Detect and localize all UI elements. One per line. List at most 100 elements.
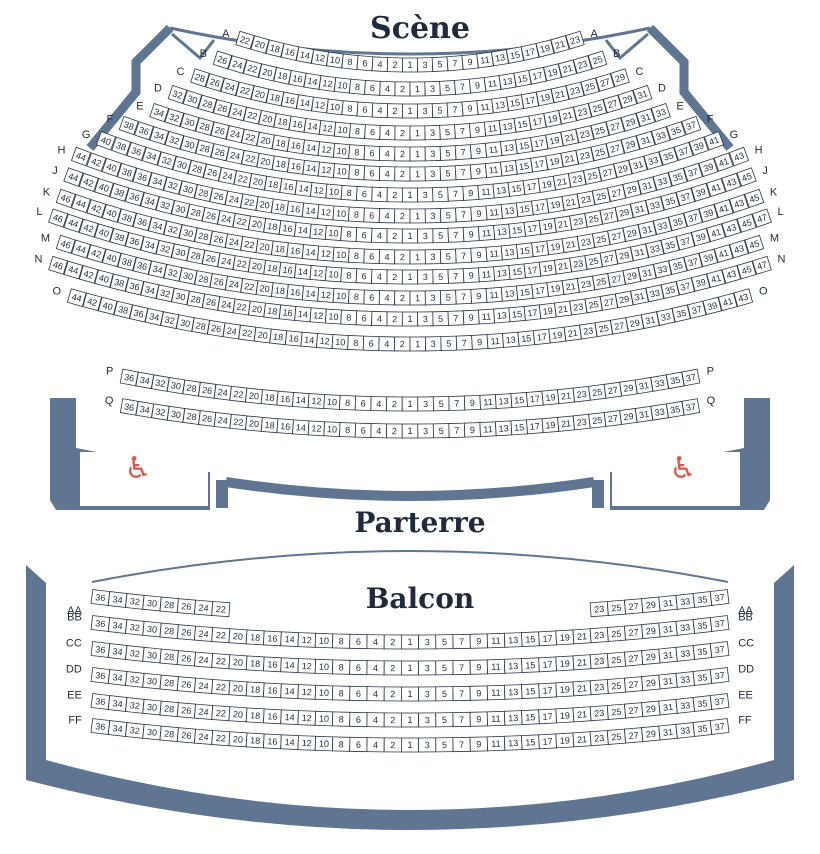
seat[interactable]: 5 xyxy=(431,102,449,119)
seat[interactable]: 3 xyxy=(416,103,434,119)
seat[interactable]: 41 xyxy=(703,131,725,151)
seat[interactable]: 17 xyxy=(523,304,542,321)
seat[interactable]: 6 xyxy=(349,685,368,702)
seat-box[interactable] xyxy=(650,103,671,123)
seat[interactable]: 30 xyxy=(166,405,186,423)
seat[interactable]: 4 xyxy=(371,227,388,244)
seat[interactable]: 6 xyxy=(349,711,368,728)
seat[interactable]: 2 xyxy=(394,166,411,182)
seat[interactable]: 25 xyxy=(588,383,607,401)
seat[interactable]: 11 xyxy=(486,735,506,752)
seat[interactable]: 15 xyxy=(515,157,533,175)
seat[interactable]: 33 xyxy=(650,126,671,146)
seat[interactable]: 24 xyxy=(224,233,244,251)
seat[interactable]: 2 xyxy=(394,125,411,141)
seat[interactable]: 26 xyxy=(198,410,217,427)
seat-box[interactable] xyxy=(605,117,625,136)
seat[interactable]: 9 xyxy=(461,53,479,70)
seat[interactable]: 11 xyxy=(484,141,503,158)
seat[interactable]: 21 xyxy=(550,85,570,104)
seat[interactable]: 2 xyxy=(383,712,402,728)
seat[interactable]: 22 xyxy=(229,385,248,403)
seat-box[interactable] xyxy=(650,126,671,146)
seat[interactable]: 26 xyxy=(205,73,225,92)
seat[interactable]: 25 xyxy=(592,273,611,291)
seat[interactable]: 19 xyxy=(545,131,564,150)
seat[interactable]: 21 xyxy=(572,680,592,697)
seat-box[interactable] xyxy=(721,172,742,193)
seat-box[interactable] xyxy=(155,196,175,215)
seat[interactable]: 11 xyxy=(477,183,495,200)
seat[interactable]: 36 xyxy=(90,693,111,710)
seat[interactable]: 10 xyxy=(323,394,341,410)
seat[interactable]: 21 xyxy=(554,300,572,318)
seat[interactable]: 14 xyxy=(303,72,322,90)
seat[interactable]: 25 xyxy=(606,599,626,616)
seat[interactable]: 25 xyxy=(587,50,608,70)
seat[interactable]: 31 xyxy=(637,263,657,282)
seat[interactable]: 17 xyxy=(530,134,549,152)
seat[interactable]: 1 xyxy=(402,187,418,203)
seat[interactable]: 19 xyxy=(555,732,575,749)
seat[interactable]: 15 xyxy=(521,631,540,648)
seat-box[interactable] xyxy=(86,244,107,263)
seat[interactable]: 22 xyxy=(240,193,259,211)
seat[interactable]: 30 xyxy=(179,135,200,154)
seat[interactable]: 23 xyxy=(565,81,585,100)
seat[interactable]: 38 xyxy=(111,136,132,156)
seat[interactable]: 34 xyxy=(147,216,168,236)
seat-box[interactable] xyxy=(698,248,719,268)
seat[interactable]: 13 xyxy=(500,285,519,302)
seat[interactable]: 19 xyxy=(546,196,565,214)
seat[interactable]: 35 xyxy=(660,191,680,211)
seat[interactable]: 17 xyxy=(531,282,549,299)
seat[interactable]: 22 xyxy=(232,255,251,273)
seat[interactable]: 8 xyxy=(332,659,351,675)
seat[interactable]: 32 xyxy=(151,403,170,421)
seat-box[interactable] xyxy=(607,184,627,203)
seat[interactable]: 18 xyxy=(260,389,279,406)
seat[interactable]: 34 xyxy=(135,400,155,419)
seat[interactable]: 17 xyxy=(538,733,557,750)
seat[interactable]: 15 xyxy=(508,221,526,239)
seat[interactable]: 23 xyxy=(589,679,609,696)
seat[interactable]: 17 xyxy=(520,43,540,61)
seat[interactable]: 7 xyxy=(447,268,465,284)
seat[interactable]: 11 xyxy=(477,308,496,325)
seat[interactable]: 42 xyxy=(78,172,99,193)
seat[interactable]: 2 xyxy=(394,81,411,97)
seat[interactable]: 37 xyxy=(709,667,730,684)
seat[interactable]: 22 xyxy=(211,653,231,670)
seat-box[interactable] xyxy=(550,35,570,54)
seat-box[interactable] xyxy=(111,136,132,156)
seat[interactable]: 28 xyxy=(187,159,207,178)
seat-box[interactable] xyxy=(182,89,203,109)
seat[interactable]: 6 xyxy=(363,207,381,223)
seat[interactable]: 42 xyxy=(86,152,107,172)
seat[interactable]: 25 xyxy=(583,166,602,185)
seat[interactable]: 29 xyxy=(620,112,641,132)
seat[interactable]: 17 xyxy=(528,112,547,131)
seat[interactable]: 28 xyxy=(194,227,213,246)
seat[interactable]: 19 xyxy=(546,280,565,297)
seat[interactable]: 35 xyxy=(668,212,688,232)
seat[interactable]: 46 xyxy=(55,188,76,209)
seat-box[interactable] xyxy=(63,213,84,233)
seat[interactable]: 28 xyxy=(186,203,206,222)
seat[interactable]: 27 xyxy=(599,206,619,225)
seat[interactable]: 26 xyxy=(176,598,197,615)
seat[interactable]: 29 xyxy=(641,648,661,666)
seat[interactable]: 33 xyxy=(675,593,695,610)
seat[interactable]: 25 xyxy=(584,210,603,228)
seat-box[interactable] xyxy=(602,94,623,114)
seat[interactable]: 26 xyxy=(201,293,221,311)
seat[interactable]: 18 xyxy=(245,732,265,749)
seat[interactable]: 19 xyxy=(555,681,575,698)
seat[interactable]: 27 xyxy=(623,676,644,693)
seat[interactable]: 3 xyxy=(424,80,441,97)
seat[interactable]: 16 xyxy=(263,733,282,750)
seat[interactable]: 39 xyxy=(690,182,711,202)
seat[interactable]: 4 xyxy=(366,634,385,650)
seat-box[interactable] xyxy=(683,162,703,182)
seat-box[interactable] xyxy=(118,115,139,136)
